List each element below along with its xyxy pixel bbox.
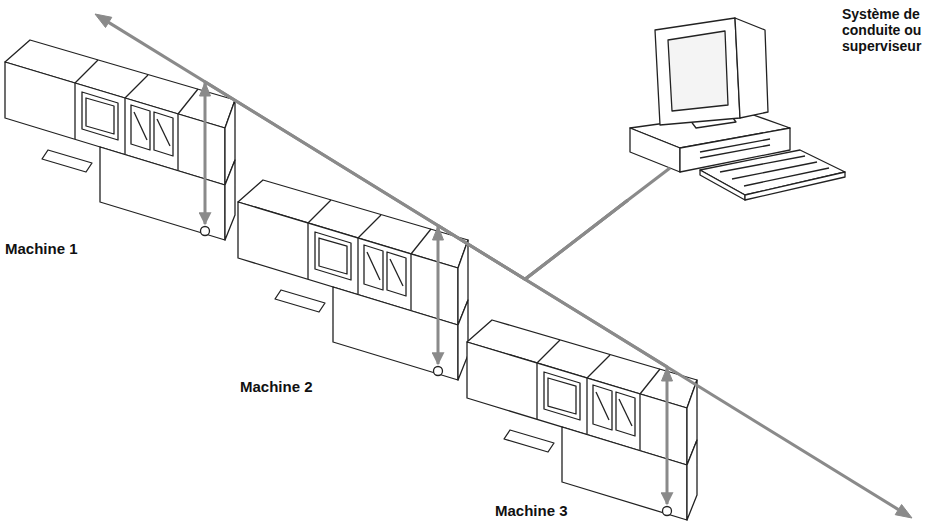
bus-line	[109, 22, 899, 509]
machine-node: Machine 2	[233, 160, 471, 400]
monitor-front	[655, 18, 740, 125]
network-connector	[525, 200, 667, 504]
supervisor-link	[628, 168, 670, 200]
machine-node: Machine 3	[462, 300, 700, 524]
key-row	[744, 168, 829, 186]
system-label: Système de conduite ou superviseur	[842, 6, 942, 54]
network-connector	[438, 200, 628, 364]
drive-slot	[700, 145, 770, 158]
network-bus	[95, 14, 912, 518]
machine-label: Machine 2	[240, 378, 313, 395]
keyboard-edge	[745, 172, 845, 200]
supervisor-node: Système de conduite ou superviseur	[600, 2, 946, 200]
keyboard-edge	[700, 170, 745, 200]
bus-arrowhead	[895, 505, 912, 519]
drive-slot	[700, 139, 770, 152]
machine-label: Machine 1	[5, 240, 78, 257]
key-row	[720, 156, 805, 172]
machine-node: Machine 1	[0, 20, 238, 264]
cpu-front	[630, 128, 680, 172]
key-row	[732, 162, 817, 179]
machine-label: Machine 3	[495, 502, 568, 519]
monitor-screen	[668, 31, 728, 111]
machine-drawing	[5, 40, 235, 240]
machine-drawing	[238, 180, 468, 380]
machine-drawing	[467, 320, 697, 520]
monitor-side	[735, 18, 768, 118]
bus-arrowhead	[95, 14, 112, 28]
